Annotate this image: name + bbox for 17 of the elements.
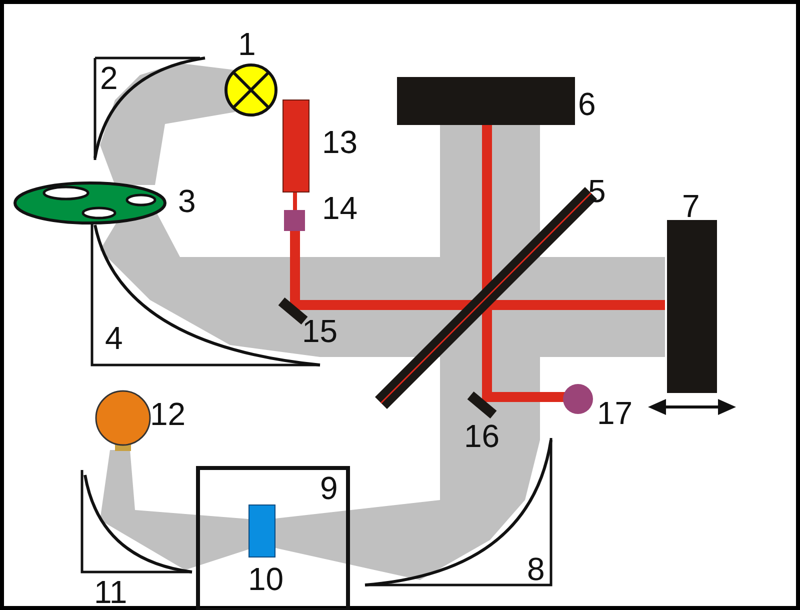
callout-number: 10: [248, 563, 284, 595]
callout-number: 5: [588, 175, 606, 207]
callout-number: 7: [682, 190, 700, 222]
callout-number: 9: [320, 472, 338, 504]
callout-number: 17: [597, 397, 633, 429]
callout-number: 14: [322, 192, 358, 224]
callout-number: 11: [94, 576, 128, 608]
callout-number: 13: [322, 126, 358, 158]
callout-number: 12: [150, 398, 186, 430]
callout-number: 8: [527, 553, 545, 585]
callout-number: 1: [238, 28, 256, 60]
callout-number: 16: [464, 420, 500, 452]
callout-number: 3: [178, 185, 196, 217]
callout-number: 2: [100, 62, 118, 94]
callout-number: 15: [302, 315, 338, 347]
callout-number: 4: [105, 322, 123, 354]
callout-number: 6: [578, 88, 596, 120]
